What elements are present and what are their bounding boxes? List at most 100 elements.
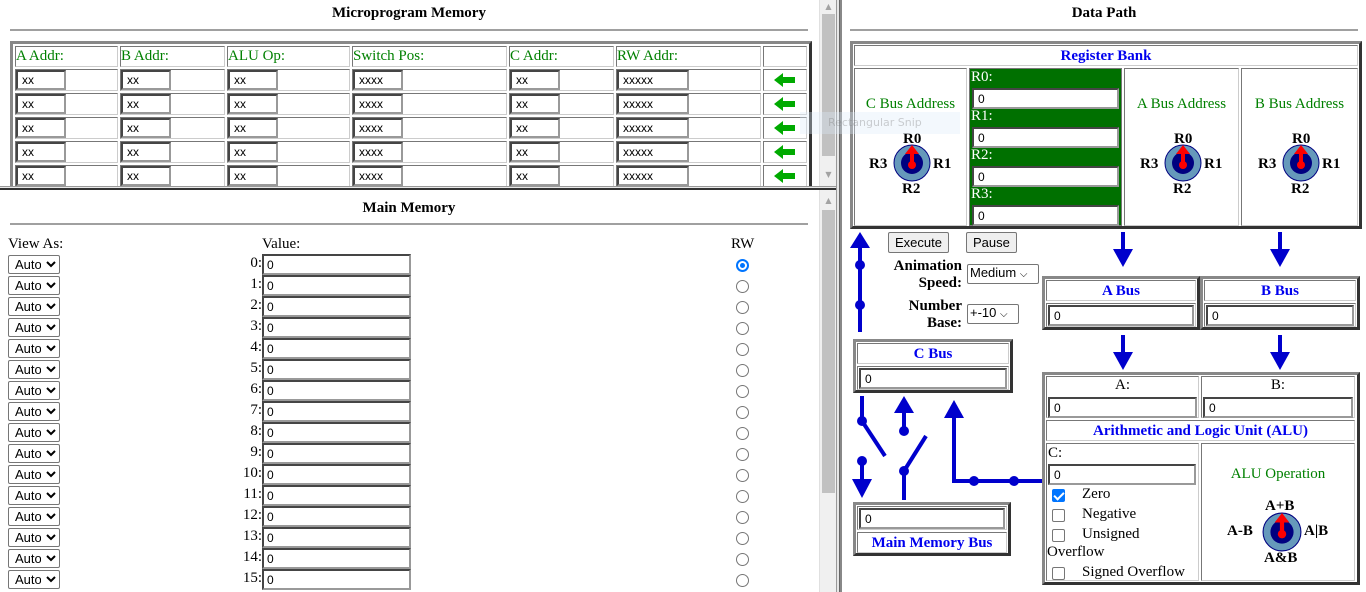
rw-addr-input[interactable] bbox=[617, 142, 689, 162]
load-row-button[interactable] bbox=[763, 93, 807, 115]
negative-flag-checkbox[interactable] bbox=[1052, 509, 1065, 522]
memory-value-input[interactable] bbox=[262, 527, 411, 548]
memory-value-input[interactable] bbox=[262, 485, 411, 506]
memory-value-input[interactable] bbox=[262, 380, 411, 401]
rw-addr-input[interactable] bbox=[617, 70, 689, 90]
alu-op-input[interactable] bbox=[228, 118, 278, 138]
rw-radio[interactable] bbox=[736, 301, 749, 314]
memory-value-input[interactable] bbox=[262, 317, 411, 338]
c-bus-address-knob[interactable]: R0 R1 R2 R3 bbox=[869, 131, 952, 197]
scroll-down-icon[interactable]: ▼ bbox=[825, 170, 832, 179]
b-addr-input[interactable] bbox=[121, 142, 171, 162]
rw-addr-input[interactable] bbox=[617, 118, 689, 138]
pane-divider[interactable] bbox=[0, 186, 836, 190]
load-row-button[interactable] bbox=[763, 117, 807, 139]
memory-value-input[interactable] bbox=[262, 401, 411, 422]
rw-addr-input[interactable] bbox=[617, 166, 689, 186]
view-as-select[interactable]: Auto bbox=[8, 297, 60, 316]
rw-radio[interactable] bbox=[736, 364, 749, 377]
scroll-up-icon[interactable]: ▲ bbox=[825, 2, 832, 11]
rw-radio[interactable] bbox=[736, 532, 749, 545]
b-addr-input[interactable] bbox=[121, 70, 171, 90]
microprogram-scrollbar[interactable]: ▲ ▼ bbox=[819, 0, 836, 186]
signed-overflow-flag-checkbox[interactable] bbox=[1052, 567, 1065, 580]
b-bus-input[interactable] bbox=[1206, 305, 1354, 326]
rw-addr-input[interactable] bbox=[617, 94, 689, 114]
memory-value-input[interactable] bbox=[262, 506, 411, 527]
register-r2-input[interactable] bbox=[972, 166, 1119, 187]
scroll-up-icon[interactable]: ▲ bbox=[825, 196, 832, 205]
rw-radio[interactable] bbox=[736, 343, 749, 356]
rw-radio[interactable] bbox=[736, 322, 749, 335]
view-as-select[interactable]: Auto bbox=[8, 255, 60, 274]
memory-value-input[interactable] bbox=[262, 569, 411, 590]
register-r0-input[interactable] bbox=[972, 88, 1119, 109]
a-addr-input[interactable] bbox=[16, 166, 66, 186]
view-as-select[interactable]: Auto bbox=[8, 528, 60, 547]
scroll-thumb[interactable] bbox=[822, 210, 835, 493]
execute-button[interactable]: Execute bbox=[888, 232, 949, 253]
register-r3-input[interactable] bbox=[972, 205, 1119, 226]
memory-value-input[interactable] bbox=[262, 359, 411, 380]
b-addr-input[interactable] bbox=[121, 166, 171, 186]
alu-op-input[interactable] bbox=[228, 166, 278, 186]
view-as-select[interactable]: Auto bbox=[8, 360, 60, 379]
c-addr-input[interactable] bbox=[510, 142, 560, 162]
memory-value-input[interactable] bbox=[262, 548, 411, 569]
load-row-button[interactable] bbox=[763, 141, 807, 163]
alu-operation-knob[interactable]: A+B A|B A&B A-B bbox=[1227, 498, 1329, 566]
switch-pos-input[interactable] bbox=[353, 70, 403, 90]
pause-button[interactable]: Pause bbox=[966, 232, 1017, 253]
b-addr-input[interactable] bbox=[121, 118, 171, 138]
rw-radio[interactable] bbox=[736, 427, 749, 440]
switch-pos-input[interactable] bbox=[353, 142, 403, 162]
animation-speed-select[interactable]: Medium ⌵ bbox=[967, 264, 1039, 284]
load-row-button[interactable] bbox=[763, 69, 807, 91]
switch-pos-input[interactable] bbox=[353, 94, 403, 114]
rw-radio[interactable] bbox=[736, 553, 749, 566]
view-as-select[interactable]: Auto bbox=[8, 486, 60, 505]
a-addr-input[interactable] bbox=[16, 142, 66, 162]
rw-radio[interactable] bbox=[736, 259, 749, 272]
memory-value-input[interactable] bbox=[262, 422, 411, 443]
view-as-select[interactable]: Auto bbox=[8, 465, 60, 484]
register-r1-input[interactable] bbox=[972, 127, 1119, 148]
scroll-thumb[interactable] bbox=[822, 14, 835, 156]
zero-flag-checkbox[interactable] bbox=[1052, 489, 1065, 502]
memory-value-input[interactable] bbox=[262, 254, 411, 275]
memory-value-input[interactable] bbox=[262, 296, 411, 317]
main-memory-bus-input[interactable] bbox=[859, 508, 1005, 529]
rw-radio[interactable] bbox=[736, 469, 749, 482]
alu-op-input[interactable] bbox=[228, 94, 278, 114]
frame-divider[interactable] bbox=[836, 0, 840, 592]
view-as-select[interactable]: Auto bbox=[8, 318, 60, 337]
view-as-select[interactable]: Auto bbox=[8, 402, 60, 421]
alu-b-input[interactable] bbox=[1203, 397, 1353, 418]
a-addr-input[interactable] bbox=[16, 70, 66, 90]
a-addr-input[interactable] bbox=[16, 118, 66, 138]
rw-radio[interactable] bbox=[736, 511, 749, 524]
view-as-select[interactable]: Auto bbox=[8, 276, 60, 295]
memory-value-input[interactable] bbox=[262, 464, 411, 485]
view-as-select[interactable]: Auto bbox=[8, 444, 60, 463]
alu-c-input[interactable] bbox=[1048, 464, 1196, 485]
unsigned-overflow-flag-checkbox[interactable] bbox=[1052, 529, 1065, 542]
c-addr-input[interactable] bbox=[510, 70, 560, 90]
switch-pos-input[interactable] bbox=[353, 118, 403, 138]
alu-op-input[interactable] bbox=[228, 142, 278, 162]
rw-radio[interactable] bbox=[736, 490, 749, 503]
rw-radio[interactable] bbox=[736, 448, 749, 461]
memory-value-input[interactable] bbox=[262, 338, 411, 359]
c-addr-input[interactable] bbox=[510, 166, 560, 186]
rw-radio[interactable] bbox=[736, 574, 749, 587]
a-bus-input[interactable] bbox=[1048, 305, 1194, 326]
a-addr-input[interactable] bbox=[16, 94, 66, 114]
c-bus-input[interactable] bbox=[859, 368, 1007, 389]
view-as-select[interactable]: Auto bbox=[8, 570, 60, 589]
view-as-select[interactable]: Auto bbox=[8, 339, 60, 358]
main-memory-scrollbar[interactable]: ▲ bbox=[819, 190, 836, 592]
memory-value-input[interactable] bbox=[262, 275, 411, 296]
c-addr-input[interactable] bbox=[510, 118, 560, 138]
rw-radio[interactable] bbox=[736, 280, 749, 293]
rw-radio[interactable] bbox=[736, 406, 749, 419]
